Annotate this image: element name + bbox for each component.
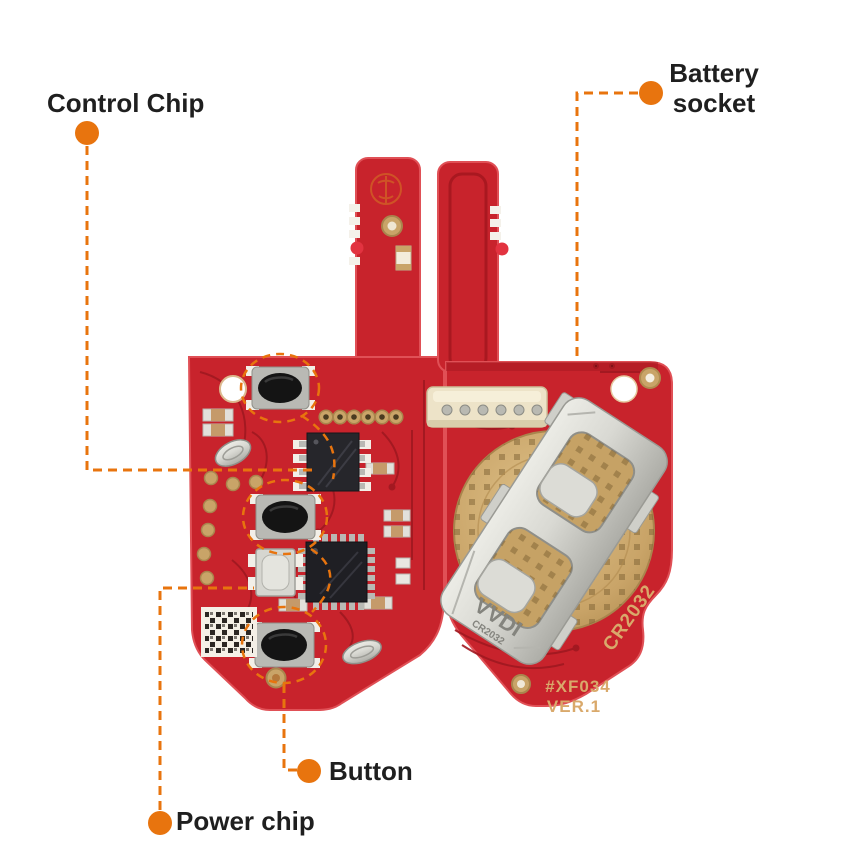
power-chip-crystal xyxy=(248,548,303,597)
back-board-hole xyxy=(610,375,638,403)
control-chip-dot xyxy=(75,121,99,145)
main-mcu-qfn-chip xyxy=(298,534,375,610)
front-board-hole xyxy=(219,375,247,403)
button-dot xyxy=(297,759,321,783)
tactile-button-3 xyxy=(249,622,320,668)
button1-highlight-circle xyxy=(239,352,321,424)
back-gold-pad-center xyxy=(645,373,655,383)
button-callout-line xyxy=(282,684,297,772)
tactile-button-2 xyxy=(250,494,321,540)
qr-code-label xyxy=(201,607,257,657)
metal-can-component-bottom xyxy=(342,639,382,665)
front-passive-components xyxy=(202,408,411,612)
control-chip-callout-line xyxy=(85,146,312,472)
version-silkscreen: VER.1 xyxy=(547,697,601,716)
control-chip-label: Control Chip xyxy=(47,88,205,118)
battery-clip-window-2 xyxy=(536,431,636,534)
pcb-back-board: VVDI CR2032 CR2032 #XF034 VER.1 xyxy=(426,161,673,716)
front-gold-via-center xyxy=(272,674,280,682)
callout-lines xyxy=(85,91,638,810)
xhorse-logo-icon xyxy=(370,173,402,205)
battery-socket-callout-line xyxy=(575,91,638,360)
button3-highlight-circle xyxy=(240,605,328,685)
battery-clip-window-1 xyxy=(473,526,574,629)
back-blade-edge-pads xyxy=(490,206,509,256)
connector-6pin xyxy=(426,386,548,428)
power-chip-dot xyxy=(148,811,172,835)
button-label: Button xyxy=(329,756,413,786)
back-blade-strip xyxy=(437,161,499,373)
battery-clip: VVDI CR2032 xyxy=(440,392,668,665)
pcb-front-board xyxy=(187,157,445,711)
front-solder-pad-row xyxy=(318,409,404,425)
back-bottom-hole-center xyxy=(517,680,525,688)
part-number-silkscreen: #XF034 xyxy=(545,677,611,696)
power-chip-label: Power chip xyxy=(176,806,315,836)
battery-socket-dot xyxy=(639,81,663,105)
front-test-pads xyxy=(196,470,264,586)
metal-can-component-top xyxy=(214,439,252,467)
battery-socket-label: Battery socket xyxy=(669,58,759,118)
tactile-button-1 xyxy=(246,366,315,410)
blade-edge-pads xyxy=(349,204,364,265)
back-top-edge-shade xyxy=(446,362,658,371)
control-chip-soic8 xyxy=(293,432,371,492)
led-component xyxy=(395,245,412,271)
button2-highlight-circle xyxy=(241,478,329,556)
blade-gold-pad-center xyxy=(387,221,397,231)
